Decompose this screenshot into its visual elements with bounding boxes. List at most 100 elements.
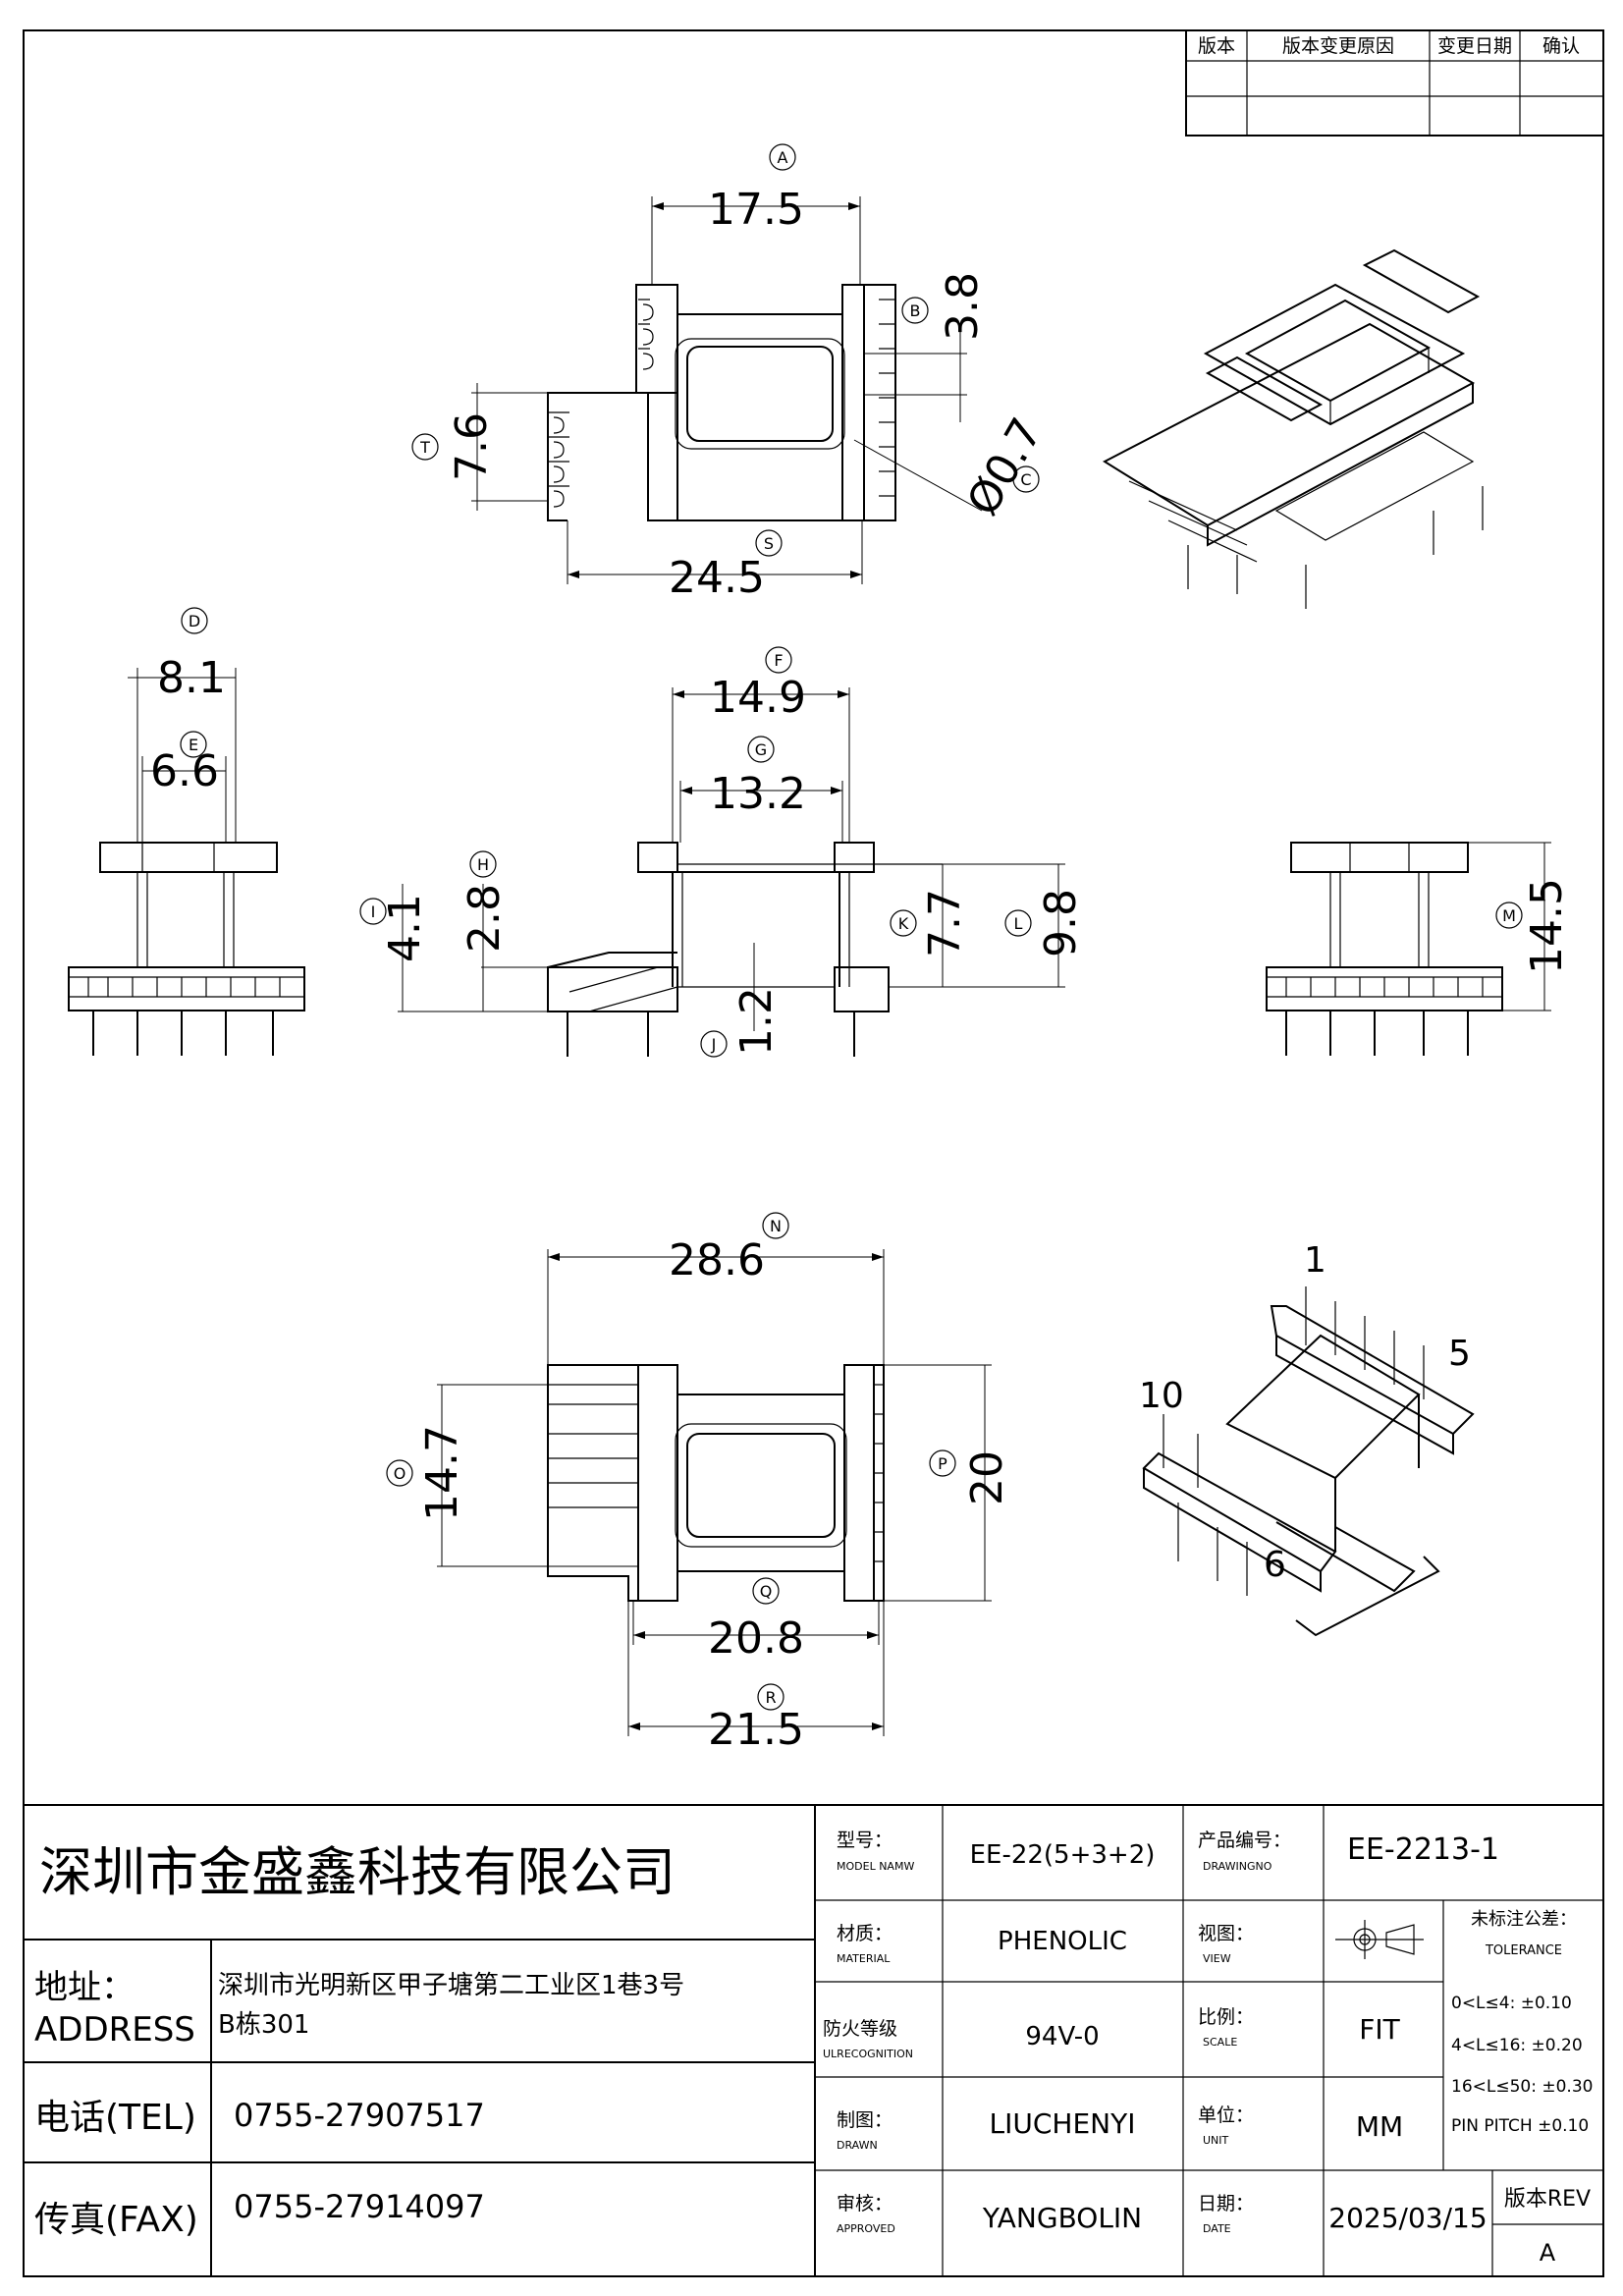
side-view-right: [1266, 842, 1503, 1056]
pin-label-6: 6: [1264, 1545, 1286, 1585]
isometric-view-bottom: [1142, 1286, 1475, 1637]
fire-rating: 94V-0: [1025, 2022, 1099, 2051]
rev-label: 版本REV: [1504, 2187, 1591, 2212]
fire-label-en: ULRECOGNITION: [823, 2048, 913, 2060]
svg-text:H: H: [477, 855, 489, 874]
side-view-left: [68, 842, 305, 1056]
tolerance-3: 16<L≤50: ±0.30: [1451, 2077, 1593, 2097]
title-block: 深圳市金盛鑫科技有限公司 地址： ADDRESS 深圳市光明新区甲子塘第二工业区…: [23, 1804, 1604, 2277]
svg-text:O: O: [394, 1464, 406, 1483]
pin-label-5: 5: [1448, 1334, 1471, 1374]
dim-R: 21.5: [708, 1705, 804, 1755]
tolerance-1: 0<L≤4: ±0.10: [1451, 1994, 1572, 2013]
approved-value: YANGBOLIN: [982, 2202, 1142, 2234]
model-label: 型号：: [837, 1830, 893, 1851]
bottom-view-dimensions: N 28.6 O 14.7 P 20 Q 20.8 R 21.5: [386, 1212, 1012, 1755]
tolerance-2: 4<L≤16: ±0.20: [1451, 2036, 1583, 2055]
pin-label-10: 10: [1139, 1376, 1184, 1416]
svg-text:C: C: [1020, 470, 1031, 489]
top-view: [547, 284, 896, 521]
rev-header-reason: 版本变更原因: [1282, 35, 1394, 57]
tolerance-label-en: TOLERANCE: [1485, 1943, 1562, 1958]
dim-K: 7.7: [920, 889, 970, 957]
address-label-en: ADDRESS: [34, 2010, 195, 2050]
svg-text:L: L: [1014, 914, 1023, 933]
material-label: 材质：: [837, 1923, 893, 1944]
dim-M: 14.5: [1522, 878, 1572, 974]
rev-value: A: [1540, 2239, 1556, 2267]
dim-J: 1.2: [731, 987, 782, 1056]
dim-E: 6.6: [150, 746, 219, 796]
material-value: PHENOLIC: [998, 1927, 1127, 1956]
svg-text:J: J: [711, 1035, 717, 1054]
product-no-label-en: DRAWINGNO: [1203, 1860, 1272, 1873]
svg-text:Q: Q: [760, 1582, 773, 1601]
dim-O: 14.7: [417, 1425, 467, 1521]
dim-A: 17.5: [708, 185, 804, 235]
bottom-view: [547, 1364, 885, 1602]
svg-text:B: B: [910, 301, 921, 320]
rev-header-version: 版本: [1198, 35, 1235, 57]
dim-T: 7.6: [447, 412, 497, 481]
fire-label: 防火等级: [823, 2018, 897, 2040]
svg-text:P: P: [938, 1454, 947, 1473]
side-view-right-dimensions: M 14.5: [1468, 842, 1572, 1011]
tel-number: 0755-27907517: [234, 2097, 485, 2134]
dim-G: 13.2: [710, 769, 806, 819]
tolerance-4: PIN PITCH ±0.10: [1451, 2116, 1589, 2136]
approved-label-en: APPROVED: [837, 2222, 895, 2235]
top-view-dimensions: A 17.5 B 3.8 C Ø0.7 T 7.6 S 24.5: [411, 143, 1053, 603]
tel-label: 电话(TEL): [34, 2098, 196, 2138]
isometric-view-top: [1102, 248, 1484, 609]
approved-label: 审核：: [837, 2193, 893, 2214]
front-view-dimensions: F 14.9 G 13.2 H 2.8 I 4.1 J 1.2 K 7.7: [359, 646, 1086, 1058]
svg-text:E: E: [189, 736, 198, 754]
dim-F: 14.9: [710, 673, 806, 723]
address-label: 地址：: [34, 1968, 135, 2007]
svg-text:T: T: [419, 438, 430, 457]
drawn-value: LIUCHENYI: [990, 2107, 1136, 2140]
rev-header-confirm: 确认: [1542, 35, 1580, 57]
product-no-value: EE-2213-1: [1347, 1832, 1499, 1867]
drawn-label-en: DRAWN: [837, 2139, 878, 2152]
side-view-left-dimensions: D 8.1 E 6.6: [128, 607, 237, 843]
svg-text:R: R: [765, 1688, 776, 1707]
dim-L: 9.8: [1036, 889, 1086, 957]
svg-text:M: M: [1502, 906, 1516, 925]
svg-text:A: A: [778, 148, 788, 167]
product-no-label: 产品编号：: [1198, 1830, 1291, 1851]
date-value: 2025/03/15: [1328, 2202, 1487, 2234]
dim-B: 3.8: [938, 272, 988, 341]
date-label: 日期：: [1198, 2193, 1254, 2214]
material-label-en: MATERIAL: [837, 1952, 891, 1965]
drawn-label: 制图：: [837, 2109, 893, 2131]
dim-I: 4.1: [380, 894, 430, 962]
unit-label-en: UNIT: [1203, 2134, 1229, 2147]
pin-label-1: 1: [1304, 1240, 1326, 1281]
svg-text:F: F: [774, 651, 783, 670]
view-label: 视图：: [1198, 1923, 1254, 1944]
model-value: EE-22(5+3+2): [970, 1840, 1156, 1870]
svg-text:G: G: [755, 740, 767, 759]
rev-header-date: 变更日期: [1437, 35, 1512, 57]
svg-text:K: K: [898, 914, 909, 933]
dim-P: 20: [962, 1450, 1012, 1505]
scale-label: 比例：: [1198, 2006, 1254, 2028]
svg-text:S: S: [764, 534, 774, 553]
model-label-en: MODEL NAMW: [837, 1860, 914, 1873]
dim-S: 24.5: [669, 553, 765, 603]
svg-text:I: I: [371, 902, 376, 921]
unit-value: MM: [1356, 2110, 1403, 2143]
dim-N: 28.6: [669, 1235, 765, 1285]
company-name: 深圳市金盛鑫科技有限公司: [39, 1841, 676, 1903]
address-line2: B栋301: [218, 2010, 309, 2040]
svg-text:D: D: [189, 612, 200, 630]
date-label-en: DATE: [1203, 2222, 1231, 2235]
unit-label: 单位：: [1198, 2105, 1254, 2126]
dim-H: 2.8: [460, 884, 510, 953]
tolerance-label: 未标注公差：: [1471, 1909, 1577, 1930]
fax-number: 0755-27914097: [234, 2188, 485, 2225]
dim-Q: 20.8: [708, 1613, 804, 1664]
dim-D: 8.1: [157, 653, 226, 703]
